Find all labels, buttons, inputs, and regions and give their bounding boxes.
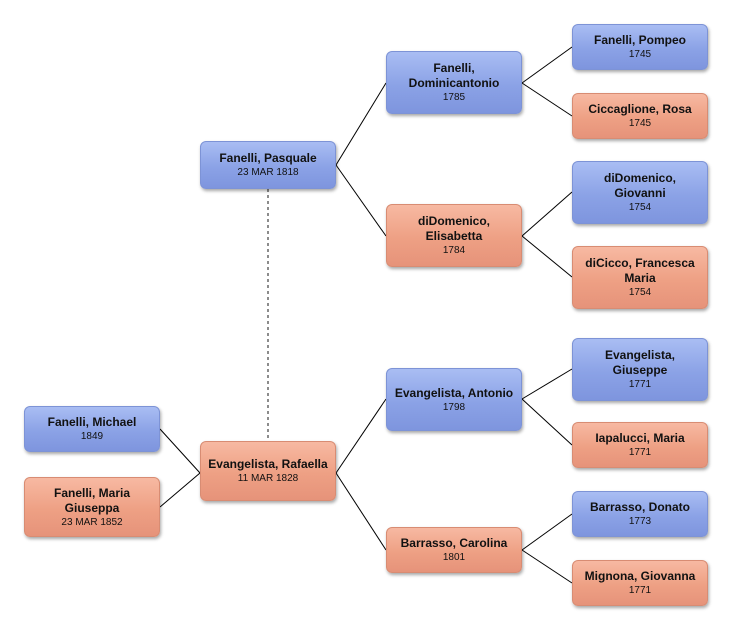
- person-name: Ciccaglione, Rosa: [588, 102, 692, 116]
- person-name: Fanelli, Pasquale: [219, 151, 317, 165]
- person-name: diDomenico, Elisabetta: [417, 214, 490, 243]
- person-card-didomenico-elisabetta[interactable]: diDomenico, Elisabetta 1784: [386, 204, 522, 267]
- person-date: 1785: [442, 92, 466, 103]
- person-name: Evangelista, Giuseppe: [604, 348, 676, 377]
- connector-rafaella-antonio: [335, 398, 387, 474]
- connector-maria-rafaella: [159, 472, 201, 508]
- person-name: Fanelli, Pompeo: [593, 33, 686, 47]
- connector-antonio-giuseppe: [521, 368, 573, 400]
- person-card-fanelli-maria-giuseppa[interactable]: Fanelli, Maria Giuseppa 23 MAR 1852: [24, 477, 160, 537]
- connector-carolina-donato: [521, 513, 573, 551]
- person-card-dicicco-francesca-maria[interactable]: diCicco, Francesca Maria 1754: [572, 246, 708, 309]
- person-name: Barrasso, Donato: [589, 500, 691, 514]
- connector-elisabetta-francesca: [521, 235, 573, 278]
- person-name: diCicco, Francesca Maria: [585, 256, 695, 285]
- person-date: 1771: [628, 585, 652, 596]
- person-card-fanelli-michael[interactable]: Fanelli, Michael 1849: [24, 406, 160, 452]
- person-name: Iapalucci, Maria: [595, 431, 685, 445]
- person-name: Barrasso, Carolina: [400, 536, 508, 550]
- person-date: 1771: [628, 379, 652, 390]
- person-name: Evangelista, Antonio: [394, 385, 514, 400]
- person-card-fanelli-dominicantonio[interactable]: Fanelli, Dominicantonio 1785: [386, 51, 522, 114]
- connector-dominic-rosa: [521, 82, 573, 117]
- person-name: diDomenico, Giovanni: [603, 171, 676, 200]
- person-date: 23 MAR 1818: [237, 167, 299, 178]
- person-card-fanelli-pompeo[interactable]: Fanelli, Pompeo 1745: [572, 24, 708, 70]
- connector-pasquale-elisabetta: [335, 164, 387, 237]
- person-date: 1784: [442, 245, 466, 256]
- person-card-ciccaglione-rosa[interactable]: Ciccaglione, Rosa 1745: [572, 93, 708, 139]
- person-card-fanelli-pasquale[interactable]: Fanelli, Pasquale 23 MAR 1818: [200, 141, 336, 189]
- person-card-barrasso-carolina[interactable]: Barrasso, Carolina 1801: [386, 527, 522, 573]
- person-name: Fanelli, Michael: [47, 415, 137, 429]
- person-name: Mignona, Giovanna: [584, 569, 696, 583]
- person-card-mignona-giovanna[interactable]: Mignona, Giovanna 1771: [572, 560, 708, 606]
- person-date: 1754: [628, 287, 652, 298]
- person-name: Evangelista, Rafaella: [208, 457, 328, 471]
- person-date: 1745: [628, 49, 652, 60]
- person-date: 1849: [80, 431, 104, 442]
- person-date: 1773: [628, 516, 652, 527]
- person-card-evangelista-antonio[interactable]: Evangelista, Antonio 1798: [386, 368, 522, 431]
- person-date: 1798: [442, 401, 466, 413]
- connector-carolina-giovanna: [521, 549, 573, 584]
- person-date: 1801: [442, 552, 466, 563]
- person-date: 1771: [628, 447, 652, 458]
- person-date: 23 MAR 1852: [61, 516, 123, 528]
- connector-dominic-pompeo: [521, 46, 573, 84]
- person-card-evangelista-giuseppe[interactable]: Evangelista, Giuseppe 1771: [572, 338, 708, 401]
- person-date: 1745: [628, 118, 652, 129]
- connector-rafaella-carolina: [335, 472, 387, 551]
- person-card-evangelista-rafaella[interactable]: Evangelista, Rafaella 11 MAR 1828: [200, 441, 336, 501]
- person-name: Fanelli, Dominicantonio: [408, 61, 500, 90]
- person-name: Fanelli, Maria Giuseppa: [53, 485, 131, 515]
- person-date: 11 MAR 1828: [237, 473, 299, 484]
- person-card-iapalucci-maria[interactable]: Iapalucci, Maria 1771: [572, 422, 708, 468]
- person-card-didomenico-giovanni[interactable]: diDomenico, Giovanni 1754: [572, 161, 708, 224]
- connector-michael-rafaella: [159, 428, 201, 474]
- connector-antonio-maria: [521, 398, 573, 446]
- connector-pasquale-dominic: [335, 82, 387, 166]
- person-card-barrasso-donato[interactable]: Barrasso, Donato 1773: [572, 491, 708, 537]
- person-date: 1754: [628, 202, 652, 213]
- connector-elisabetta-giovanni: [521, 191, 573, 237]
